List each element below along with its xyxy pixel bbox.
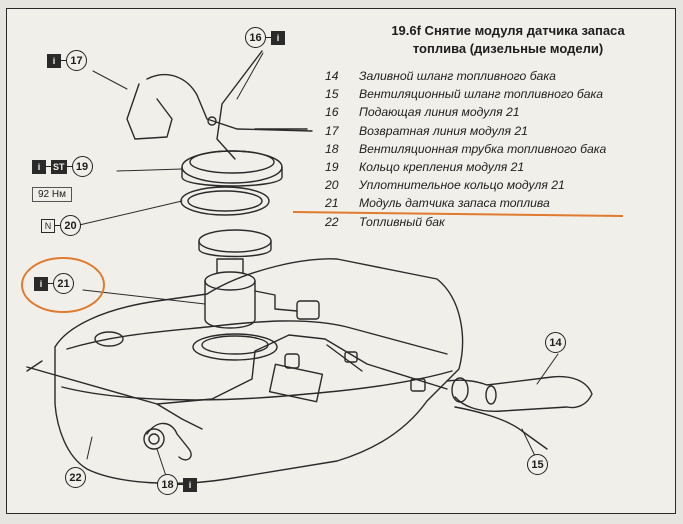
special-tool-icon: ST bbox=[51, 159, 67, 174]
callout-14: 14 bbox=[545, 332, 566, 353]
callout-dash bbox=[48, 282, 53, 285]
legend-num: 16 bbox=[325, 105, 339, 120]
legend-num: 21 bbox=[325, 196, 339, 211]
fuel-tank-top-edge bbox=[66, 320, 448, 355]
return-line bbox=[146, 74, 313, 132]
legend-num: 14 bbox=[325, 69, 339, 83]
callout-dash bbox=[66, 165, 72, 168]
new-part-icon: N bbox=[41, 218, 55, 233]
callout-number: 15 bbox=[527, 454, 548, 475]
highlight-circle bbox=[21, 257, 105, 313]
legend-num: 22 bbox=[325, 214, 339, 229]
legend-item-highlighted: 21 Модуль датчика запаса топлива bbox=[325, 194, 675, 212]
legend-item: 18 Вентиляционная трубка топливного бака bbox=[325, 140, 675, 158]
legend-text: Уплотнительное кольцо модуля 21 bbox=[359, 178, 565, 193]
legend-item: 22 Топливный бак bbox=[325, 213, 675, 231]
legend-num: 15 bbox=[325, 87, 339, 102]
feed-pipe bbox=[156, 334, 448, 405]
caption-line-2: топлива (дизельные модели) bbox=[412, 41, 604, 56]
callout-number: 18 bbox=[157, 474, 178, 495]
info-icon: i bbox=[34, 276, 48, 291]
callout-18: 18 i bbox=[157, 474, 197, 495]
legend-text: Подающая линия модуля 21 bbox=[359, 105, 520, 120]
legend-num: 20 bbox=[325, 178, 339, 193]
info-icon: i bbox=[271, 30, 285, 45]
callout-dash bbox=[46, 165, 51, 168]
tank-opening bbox=[192, 333, 278, 361]
callout-dash bbox=[266, 36, 271, 39]
legend-text: Возвратная линия модуля 21 bbox=[359, 123, 528, 138]
callout-number: 21 bbox=[53, 273, 74, 294]
legend-item: 14 Заливной шланг топливного бака bbox=[325, 67, 675, 85]
legend-text: Вентиляционная трубка топливного бака bbox=[359, 141, 607, 156]
filler-hose bbox=[446, 375, 593, 413]
callout-15: 15 bbox=[527, 454, 548, 475]
info-icon: i bbox=[183, 477, 197, 492]
callout-22: 22 bbox=[65, 467, 86, 488]
callout-21: i 21 bbox=[34, 273, 74, 294]
callout-number: 20 bbox=[60, 215, 81, 236]
callout-number: 17 bbox=[66, 50, 87, 71]
legend-text: Топливный бак bbox=[359, 214, 445, 229]
callout-dash bbox=[61, 59, 66, 62]
legend-num: 19 bbox=[325, 159, 339, 174]
callout-19: i ST 19 bbox=[32, 156, 93, 177]
legend-text: Модуль датчика запаса топлива bbox=[359, 196, 550, 211]
callout-20: N 20 bbox=[41, 215, 81, 236]
callout-number: 16 bbox=[245, 27, 266, 48]
fuel-tank-seam bbox=[61, 370, 453, 401]
legend-num: 17 bbox=[325, 123, 339, 138]
callout-dash bbox=[55, 224, 60, 227]
legend-text: Вентиляционный шланг топливного бака bbox=[359, 87, 604, 102]
vent-pipe bbox=[26, 366, 203, 430]
vent-tube bbox=[146, 422, 192, 461]
figure-page: 19.6f Снятие модуля датчика запаса топли… bbox=[6, 8, 676, 514]
callout-17: i 17 bbox=[47, 50, 87, 71]
callout-dash bbox=[178, 483, 183, 486]
callout-16: 16 i bbox=[245, 27, 285, 48]
parts-legend: 14 Заливной шланг топливного бака 15 Вен… bbox=[325, 67, 675, 231]
legend-text: Заливной шланг топливного бака bbox=[359, 69, 556, 83]
sender-module bbox=[204, 280, 256, 329]
callout-number: 19 bbox=[71, 156, 93, 177]
legend-item: 17 Возвратная линия модуля 21 bbox=[325, 122, 675, 140]
legend-item: 15 Вентиляционный шланг топливного бака bbox=[325, 85, 675, 103]
legend-item: 20 Уплотнительное кольцо модуля 21 bbox=[325, 176, 675, 194]
tank-boss bbox=[94, 331, 124, 347]
caption-line-1: 19.6f Снятие модуля датчика запаса bbox=[391, 23, 625, 38]
legend-text: Кольцо крепления модуля 21 bbox=[359, 159, 525, 174]
vent-hose bbox=[454, 406, 548, 450]
info-icon: i bbox=[32, 159, 46, 174]
figure-caption: 19.6f Снятие модуля датчика запаса топли… bbox=[353, 22, 663, 58]
torque-value: 92 Нм bbox=[32, 187, 72, 202]
fuel-tank-outline bbox=[54, 258, 464, 484]
module-cap bbox=[198, 229, 272, 253]
legend-num: 18 bbox=[325, 141, 339, 156]
callout-number: 14 bbox=[545, 332, 566, 353]
legend-item: 16 Подающая линия модуля 21 bbox=[325, 103, 675, 121]
info-icon: i bbox=[47, 53, 61, 68]
callout-number: 22 bbox=[65, 467, 86, 488]
feed-line bbox=[216, 50, 263, 160]
legend-item: 19 Кольцо крепления модуля 21 bbox=[325, 158, 675, 176]
highlight-underline bbox=[292, 211, 624, 217]
fuel-tank-diagram bbox=[21, 50, 624, 484]
